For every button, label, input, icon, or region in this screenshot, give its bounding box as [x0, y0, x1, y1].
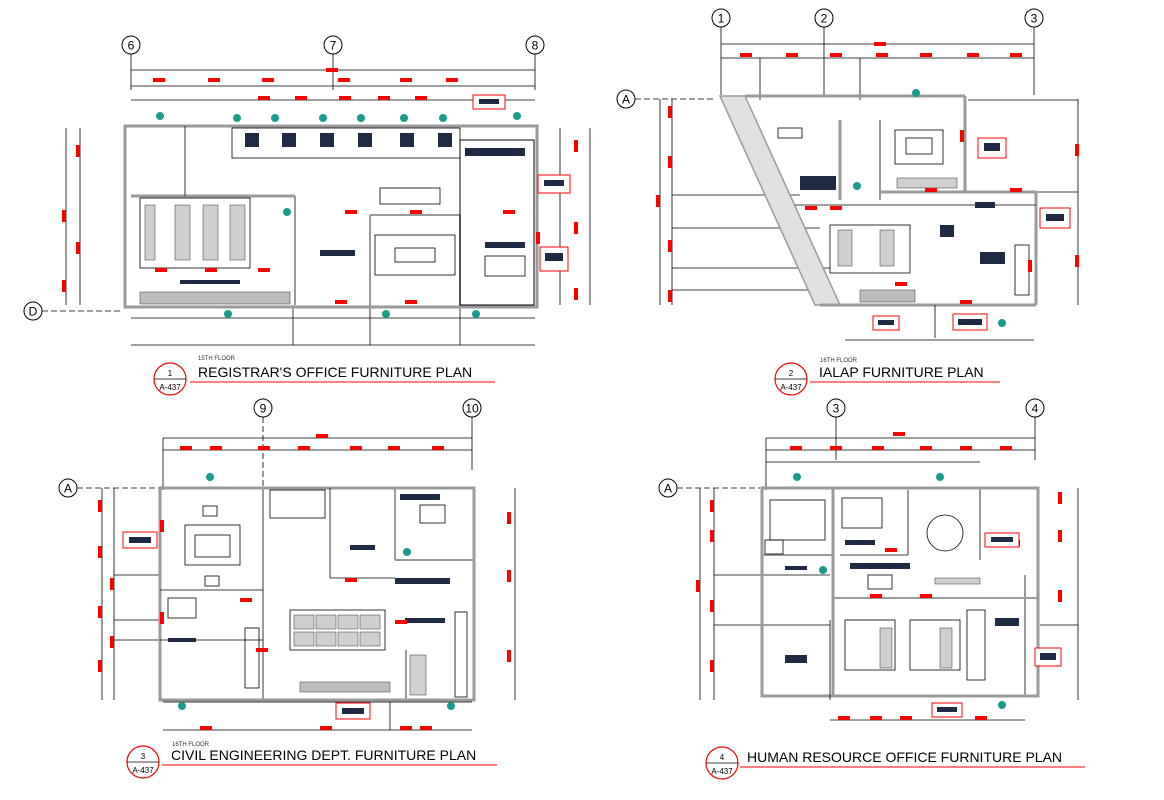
svg-text:A: A — [664, 482, 672, 496]
walls — [123, 99, 539, 309]
door-markers — [178, 473, 455, 710]
grid-axis-A: A — [58, 478, 160, 498]
svg-text:3: 3 — [1031, 12, 1038, 26]
workstations — [139, 127, 526, 305]
grid-axis-D: D — [23, 301, 120, 321]
svg-text:10: 10 — [465, 402, 479, 416]
svg-text:9: 9 — [260, 402, 267, 416]
plan-title-block: 15TH FLOOR 1 A-437 REGISTRAR'S OFFICE FU… — [153, 356, 495, 396]
dimension-lines — [699, 437, 1079, 721]
walls — [718, 94, 1038, 338]
svg-text:4: 4 — [1032, 402, 1039, 416]
svg-text:15TH FLOOR: 15TH FLOOR — [198, 356, 236, 362]
plan-civil: 9 10 A — [58, 398, 516, 779]
svg-text:4: 4 — [720, 753, 725, 762]
walls — [158, 486, 476, 702]
grid-axis-8: 8 — [525, 35, 545, 90]
grid-axis-A: A — [616, 89, 715, 109]
svg-text:16TH FLOOR: 16TH FLOOR — [172, 742, 210, 748]
furniture — [167, 489, 468, 698]
plan-title: HUMAN RESOURCE OFFICE FURNITURE PLAN — [747, 749, 1062, 765]
grid-axis-1: 1 — [711, 8, 731, 95]
plan-hr: 3 4 A — [658, 398, 1085, 780]
door-markers — [793, 473, 1006, 709]
svg-text:A-437: A-437 — [780, 383, 802, 392]
svg-text:7: 7 — [330, 39, 337, 53]
door-markers — [853, 89, 1006, 327]
door-markers — [156, 112, 521, 318]
plan-registrar: 6 7 8 D — [23, 35, 591, 396]
svg-text:16TH FLOOR: 16TH FLOOR — [820, 358, 858, 364]
svg-text:A-437: A-437 — [711, 767, 733, 776]
grid-axis-A: A — [658, 478, 760, 498]
svg-text:8: 8 — [532, 39, 539, 53]
svg-text:A-437: A-437 — [132, 766, 154, 775]
plan-title-block: 4 A-437 HUMAN RESOURCE OFFICE FURNITURE … — [705, 746, 1085, 780]
red-tags — [656, 42, 1079, 304]
furniture — [777, 127, 1030, 303]
dimension-lines — [65, 69, 591, 346]
red-tags — [98, 434, 511, 730]
plan-title-block: 16TH FLOOR 2 A-437 IALAP FURNITURE PLAN — [774, 358, 1000, 396]
plan-title: REGISTRAR'S OFFICE FURNITURE PLAN — [198, 364, 472, 380]
grid-axis-4: 4 — [1025, 398, 1045, 460]
walls — [760, 486, 1040, 700]
svg-text:A: A — [64, 482, 72, 496]
svg-text:3: 3 — [141, 752, 146, 761]
plan-title-block: 16TH FLOOR 3 A-437 CIVIL ENGINEERING DEP… — [126, 742, 497, 779]
svg-text:1: 1 — [718, 12, 725, 26]
svg-text:3: 3 — [833, 402, 840, 416]
furniture — [764, 497, 1020, 681]
svg-text:D: D — [29, 305, 38, 319]
svg-text:A: A — [622, 93, 630, 107]
svg-text:A-437: A-437 — [159, 383, 181, 392]
svg-text:6: 6 — [128, 39, 135, 53]
svg-text:2: 2 — [789, 369, 794, 378]
red-tags — [62, 68, 578, 304]
svg-text:2: 2 — [821, 12, 828, 26]
grid-axis-10: 10 — [462, 398, 482, 470]
plan-title: CIVIL ENGINEERING DEPT. FURNITURE PLAN — [171, 747, 476, 763]
grid-axis-6: 6 — [121, 35, 141, 90]
red-tags — [696, 432, 1062, 720]
grid-axis-3: 3 — [1024, 8, 1044, 95]
grid-axis-3: 3 — [826, 398, 846, 460]
grid-axis-2: 2 — [814, 8, 834, 95]
plan-title: IALAP FURNITURE PLAN — [819, 364, 984, 380]
svg-text:1: 1 — [168, 369, 173, 378]
plan-ialap: 1 2 3 A — [616, 8, 1079, 396]
